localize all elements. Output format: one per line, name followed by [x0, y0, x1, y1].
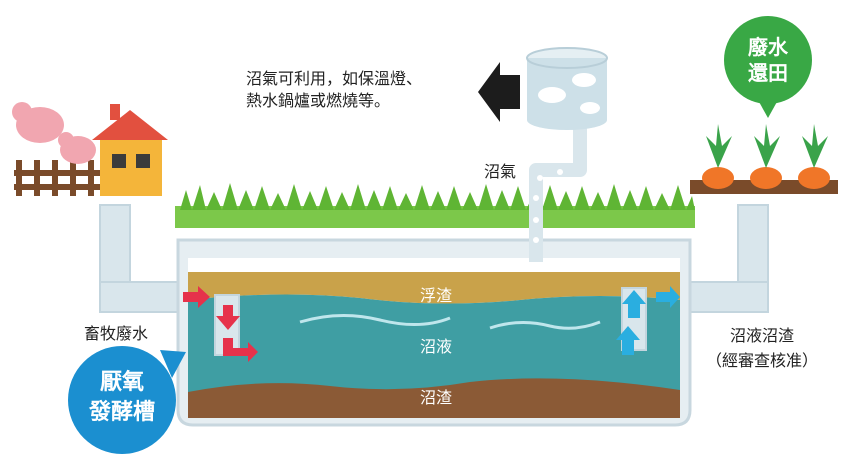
- inflow-label: 畜牧廢水: [84, 324, 149, 343]
- grass-strip: [175, 183, 695, 228]
- tank-bubble-line-1: 厭氧: [99, 370, 144, 395]
- farm-bubble-shape: [724, 16, 812, 118]
- tank-bubble-text: 厭氧 發酵槽: [68, 368, 176, 428]
- carrot-field: [690, 124, 838, 194]
- biogas-label: 沼氣: [484, 162, 517, 181]
- house: [92, 104, 168, 196]
- sludge-layer-label: 沼渣: [420, 388, 453, 407]
- liquid-layer-label: 沼液: [420, 337, 453, 356]
- biogas-use-line-2: 熱水鍋爐或燃燒等。: [246, 91, 391, 110]
- outflow-label-1: 沼液沼渣: [730, 326, 795, 345]
- farm-bubble-text: 廢水 還田: [728, 34, 808, 86]
- outflow-arrows: [616, 286, 680, 355]
- farm-illustration: [12, 102, 168, 196]
- pig: [12, 102, 96, 164]
- digester-tank: [176, 238, 692, 427]
- gas-storage-tank: [526, 47, 608, 130]
- farm-bubble-line-1: 廢水: [748, 35, 788, 59]
- biogas-use-note: 沼氣可利用，如保溫燈、 熱水鍋爐或燃燒等。: [246, 68, 422, 112]
- tank-bubble-line-2: 發酵槽: [88, 400, 155, 425]
- sludge-layer: [188, 378, 680, 418]
- inflow-arrows: [183, 286, 258, 362]
- scum-layer-label: 浮渣: [420, 286, 453, 305]
- scum-layer: [188, 272, 680, 304]
- biogas-bubbles: [533, 169, 563, 243]
- fence: [14, 160, 104, 196]
- outflow-label-2: （經審查核准）: [706, 351, 819, 370]
- biogas-use-arrow: [478, 62, 520, 122]
- biogas-use-line-1: 沼氣可利用，如保溫燈、: [246, 69, 423, 88]
- tank-bubble-shape: [68, 346, 186, 454]
- farm-bubble-line-2: 還田: [748, 61, 788, 85]
